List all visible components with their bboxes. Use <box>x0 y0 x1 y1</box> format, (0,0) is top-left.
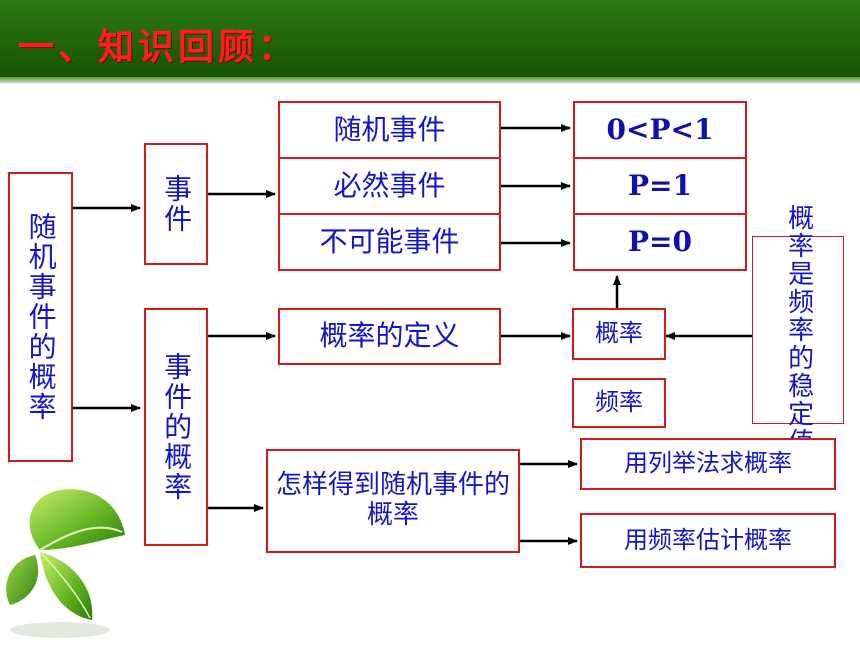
how-to-get-box: 怎样得到随机事件的概率 <box>266 449 520 553</box>
events-box: 事件 <box>144 143 208 265</box>
prob-value-impossible: P=0 <box>573 213 747 271</box>
event-type-random: 随机事件 <box>278 101 501 159</box>
leaf-decoration <box>6 489 125 638</box>
root-box: 随机事件的概率 <box>8 172 73 462</box>
method-list-box: 用列举法求概率 <box>580 438 836 490</box>
probability-box: 概率 <box>572 308 666 360</box>
event-probability-box: 事件的概率 <box>144 308 208 546</box>
frequency-box: 频率 <box>572 378 666 428</box>
header-bar <box>0 0 860 83</box>
definition-box: 概率的定义 <box>278 308 501 365</box>
page-title: 一、知识回顾： <box>18 26 299 68</box>
event-type-certain: 必然事件 <box>278 157 501 215</box>
event-type-impossible: 不可能事件 <box>278 213 501 271</box>
prob-value-certain: P=1 <box>573 157 747 215</box>
prob-value-random: 0<P<1 <box>573 101 747 159</box>
stability-box: 概率是频率的稳定值 <box>752 204 844 456</box>
method-frequency-box: 用频率估计概率 <box>580 513 836 568</box>
